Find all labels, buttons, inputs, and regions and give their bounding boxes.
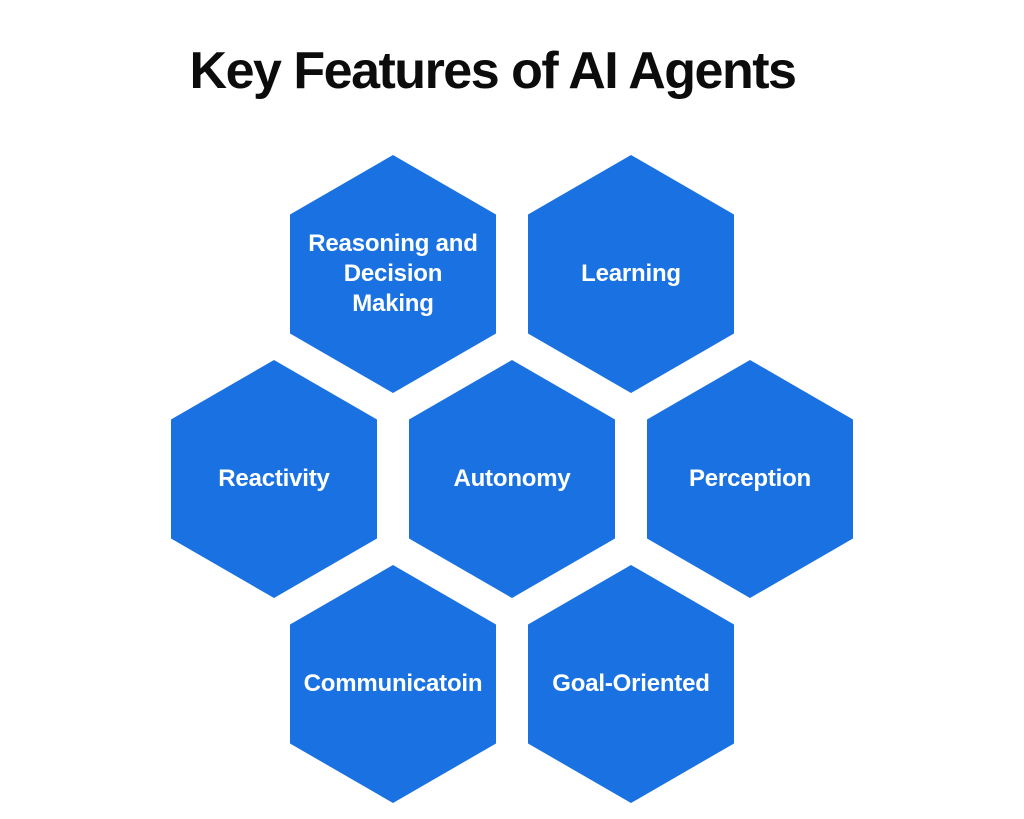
page-title: Key Features of AI Agents: [189, 42, 797, 100]
hexagon-reasoning-and-decision-making: Reasoning and Decision Making: [290, 155, 496, 393]
honeycomb-row-1: Reasoning and Decision Making Learning: [0, 155, 1024, 393]
hexagon-label: Learning: [581, 260, 681, 287]
hexagon-learning: Learning: [528, 155, 734, 393]
hexagon-autonomy: Autonomy: [409, 360, 615, 598]
hexagon-label: Communicatoin: [303, 670, 483, 697]
honeycomb-diagram: Reasoning and Decision Making Learning R…: [0, 155, 1024, 803]
hexagon-label: Reasoning and Decision Making: [308, 230, 478, 317]
hexagon-label: Reactivity: [218, 465, 330, 492]
hexagon-reactivity: Reactivity: [171, 360, 377, 598]
hexagon-communicatoin: Communicatoin: [290, 565, 496, 803]
hexagon-label: Goal-Oriented: [552, 670, 710, 697]
hexagon-perception: Perception: [647, 360, 853, 598]
hexagon-label: Perception: [688, 465, 812, 492]
honeycomb-row-2: Reactivity Autonomy Perception: [0, 360, 1024, 598]
honeycomb-row-3: Communicatoin Goal-Oriented: [0, 565, 1024, 803]
hexagon-label: Autonomy: [453, 465, 571, 492]
hexagon-goal-oriented: Goal-Oriented: [528, 565, 734, 803]
